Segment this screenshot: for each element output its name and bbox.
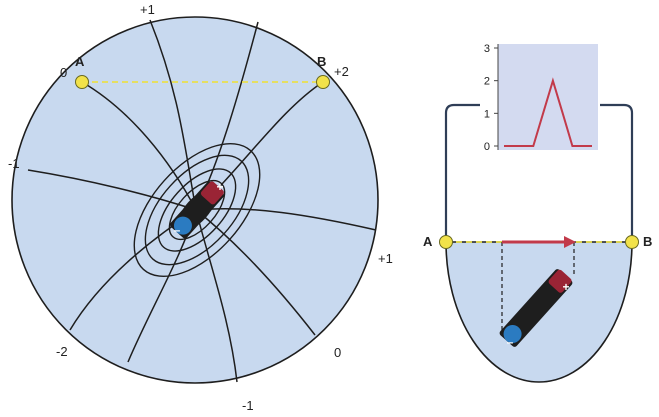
potential-label: +1 [378,251,393,266]
electrode-a-label: A [423,234,433,249]
plus-terminal [548,269,572,293]
potential-label: 0 [60,65,67,80]
wire-right [600,103,634,242]
electrode-b-label: B [643,234,652,249]
isoline [81,81,197,211]
electrode-a [439,235,453,249]
isoline [195,209,238,383]
minus-terminal [503,325,522,344]
plus-terminal [200,181,224,205]
minus-terminal [173,216,192,235]
dipole-right [499,269,573,347]
isoline [195,209,316,336]
minus-sign: – [507,335,514,349]
potential-label: -1 [242,398,254,413]
potential-label: -1 [8,156,20,171]
isoline [149,19,197,211]
potential-label: +2 [334,64,349,79]
dipole-left [169,181,225,239]
plot-tick-label: 1 [484,108,490,120]
electrode-a [75,75,89,89]
plus-sign: + [562,280,569,294]
plot-series-line [504,77,592,147]
minus-sign: – [174,223,181,237]
potential-label: +1 [140,2,155,17]
wire-left [444,103,480,242]
potential-label: -2 [56,344,68,359]
electrode-b-label: B [317,54,326,69]
potential-label: 0 [334,345,341,360]
electrode-b [625,235,639,249]
plot-tick-label: 0 [484,141,490,153]
right-setup-diagram: 0 1 2 3 + – A B [423,43,652,383]
electrode-b [316,75,330,89]
plot-ticks: 0 1 2 3 [484,43,498,153]
left-field-diagram: + – A B +1 0 +2 -1 +1 -2 0 -1 [8,2,393,413]
plus-sign: + [216,180,223,194]
isoline [195,207,377,231]
isoline [27,169,197,211]
electrode-a-label: A [75,54,85,69]
plot-tick-label: 3 [484,43,490,55]
projection-arrowhead [564,236,576,248]
plot-tick-label: 2 [484,76,490,88]
